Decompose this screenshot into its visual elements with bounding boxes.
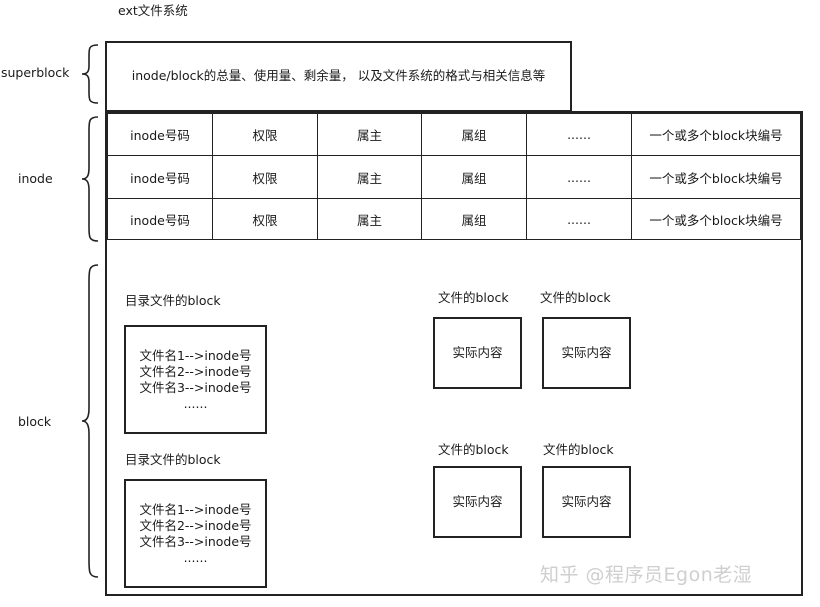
file-block-caption: 文件的block <box>438 290 509 305</box>
dir-block: 文件名1-->inode号 文件名2-->inode号 文件名3-->inode… <box>124 479 267 588</box>
dir-block-caption: 目录文件的block <box>125 452 221 467</box>
dir-entry: 文件名1-->inode号 <box>139 347 252 363</box>
inode-table: inode号码 权限 属主 属组 ...... 一个或多个block块编号 in… <box>105 111 803 242</box>
inode-cell: 权限 <box>212 198 318 240</box>
file-block: 实际内容 <box>433 317 522 389</box>
superblock-box: inode/block的总量、使用量、剩余量， 以及文件系统的格式与相关信息等 <box>105 41 572 112</box>
file-block-caption: 文件的block <box>438 442 509 457</box>
inode-cell: inode号码 <box>107 198 213 240</box>
inode-brace <box>81 116 99 242</box>
inode-cell: 属组 <box>421 155 527 199</box>
inode-cell: 属主 <box>317 198 422 240</box>
watermark-text: 知乎 @程序员Egon老湿 <box>540 564 753 586</box>
superblock-brace <box>81 44 99 104</box>
dir-entry: 文件名3-->inode号 <box>139 533 252 549</box>
file-block-content: 实际内容 <box>561 344 612 360</box>
file-block: 实际内容 <box>433 466 522 538</box>
file-block: 实际内容 <box>542 317 631 389</box>
label-inode: inode <box>18 171 53 186</box>
file-block-content: 实际内容 <box>452 493 503 509</box>
dir-block: 文件名1-->inode号 文件名2-->inode号 文件名3-->inode… <box>124 325 267 434</box>
dir-entry: ...... <box>183 395 208 411</box>
file-block-caption: 文件的block <box>543 442 614 457</box>
inode-cell: 属主 <box>317 155 422 199</box>
block-brace <box>81 264 99 578</box>
label-block: block <box>18 414 52 429</box>
inode-cell: 属主 <box>317 113 422 156</box>
dir-entry: 文件名3-->inode号 <box>139 379 252 395</box>
dir-entry: ...... <box>183 549 208 565</box>
dir-entry: 文件名2-->inode号 <box>139 363 252 379</box>
diagram-title: ext文件系统 <box>118 3 188 18</box>
dir-block-caption: 目录文件的block <box>125 293 221 308</box>
inode-cell: 权限 <box>212 155 318 199</box>
inode-cell: ...... <box>526 113 632 156</box>
label-superblock: superblock <box>1 65 70 80</box>
file-block: 实际内容 <box>542 466 631 538</box>
inode-cell: 属组 <box>421 198 527 240</box>
inode-cell: ...... <box>526 155 632 199</box>
inode-cell: 一个或多个block块编号 <box>631 113 801 156</box>
superblock-text: inode/block的总量、使用量、剩余量， 以及文件系统的格式与相关信息等 <box>131 68 546 84</box>
inode-cell: 一个或多个block块编号 <box>631 155 801 199</box>
inode-cell: ...... <box>526 198 632 240</box>
inode-cell: 权限 <box>212 113 318 156</box>
file-block-content: 实际内容 <box>452 344 503 360</box>
file-block-content: 实际内容 <box>561 493 612 509</box>
inode-cell: inode号码 <box>107 155 213 199</box>
file-block-caption: 文件的block <box>540 290 611 305</box>
dir-entry: 文件名1-->inode号 <box>139 501 252 517</box>
inode-cell: 一个或多个block块编号 <box>631 198 801 240</box>
inode-cell: inode号码 <box>107 113 213 156</box>
inode-cell: 属组 <box>421 113 527 156</box>
dir-entry: 文件名2-->inode号 <box>139 517 252 533</box>
